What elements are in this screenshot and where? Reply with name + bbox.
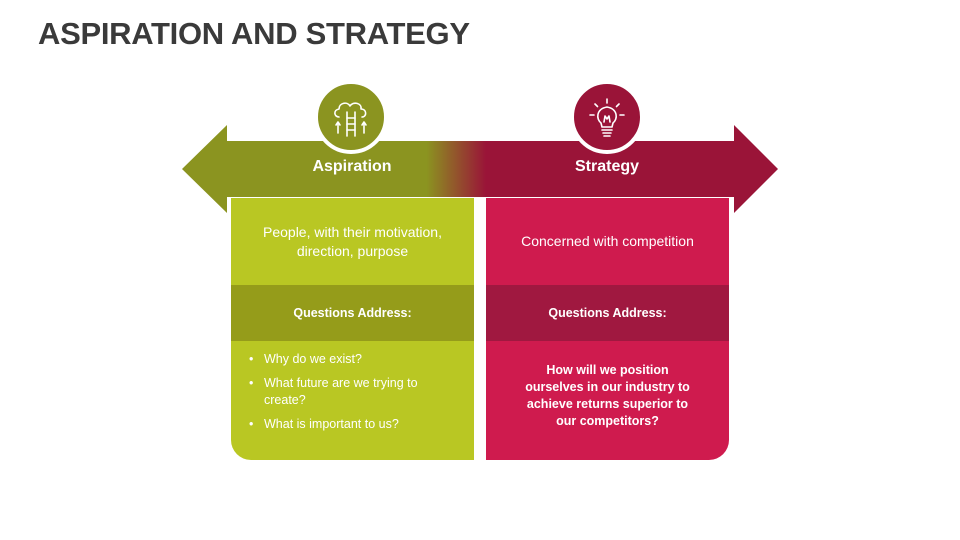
aspiration-icon-circle xyxy=(314,80,388,154)
strategy-question-text: How will we position ourselves in our in… xyxy=(525,362,690,428)
strategy-label: Strategy xyxy=(574,158,640,175)
aspiration-questions-heading: Questions Address: xyxy=(231,285,474,341)
aspiration-question-item: Why do we exist? xyxy=(247,351,454,368)
aspiration-question-item: What future are we trying to create? xyxy=(247,375,454,409)
strategy-question: How will we position ourselves in our in… xyxy=(486,341,729,460)
slide-title: ASPIRATION AND STRATEGY xyxy=(38,16,470,51)
aspiration-question-list: Why do we exist? What future are we tryi… xyxy=(247,351,454,433)
aspiration-question-item: What is important to us? xyxy=(247,416,454,433)
strategy-panel: Concerned with competition Questions Add… xyxy=(486,198,729,460)
strategy-questions-heading: Questions Address: xyxy=(486,285,729,341)
aspiration-questions: Why do we exist? What future are we tryi… xyxy=(231,341,474,460)
aspiration-label: Aspiration xyxy=(312,158,392,175)
strategy-description: Concerned with competition xyxy=(486,198,729,285)
cloud-ladder-icon xyxy=(334,102,367,137)
strategy-icon-circle xyxy=(570,80,644,154)
aspiration-description: People, with their motivation, direction… xyxy=(231,198,474,285)
lightbulb-icon xyxy=(589,98,625,137)
aspiration-panel: People, with their motivation, direction… xyxy=(231,198,474,460)
